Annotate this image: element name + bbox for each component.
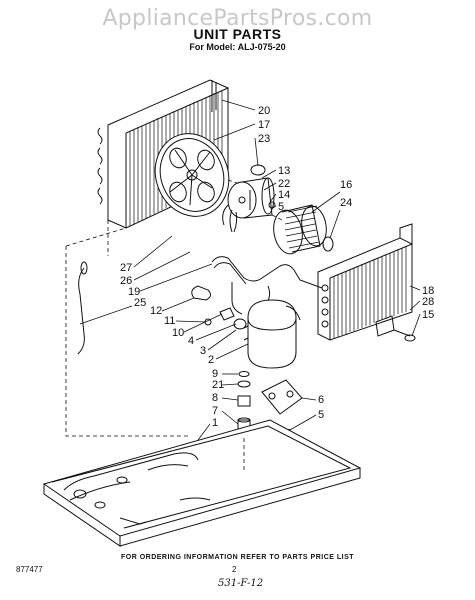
motor-mount-grommet bbox=[250, 164, 266, 176]
callout-leader-p11 bbox=[175, 320, 207, 323]
blower-clamp bbox=[322, 236, 334, 252]
callout-label-p6: 6 bbox=[318, 394, 324, 406]
document-number: 877477 bbox=[16, 565, 43, 574]
callout-leader-p26 bbox=[133, 251, 191, 281]
callout-label-p5b: 5 bbox=[278, 201, 284, 213]
callout-leader-p7 bbox=[221, 410, 239, 425]
callout-label-p8: 8 bbox=[212, 392, 218, 404]
evaporator-coil bbox=[317, 223, 413, 341]
callout-label-p23: 23 bbox=[258, 133, 270, 145]
callout-label-p28: 28 bbox=[422, 296, 434, 308]
callout-label-p24: 24 bbox=[340, 197, 352, 209]
callout-leader-p4 bbox=[195, 323, 237, 341]
model-subtitle: For Model: ALJ-075-20 bbox=[189, 42, 286, 52]
callout-labels: 2017231322145162427261925121110432182815… bbox=[120, 105, 434, 429]
thermostat-bulb bbox=[375, 315, 416, 342]
callout-label-p1: 1 bbox=[212, 417, 218, 429]
callout-label-p25: 25 bbox=[134, 297, 146, 309]
callout-leader-p21 bbox=[221, 383, 239, 386]
callout-leader-p14 bbox=[269, 193, 277, 203]
callout-label-p17: 17 bbox=[258, 119, 270, 131]
callout-label-p2: 2 bbox=[208, 354, 214, 366]
callout-leader-p15 bbox=[411, 313, 421, 337]
callout-leader-p17 bbox=[213, 123, 256, 141]
callout-leader-p24 bbox=[329, 209, 341, 239]
handwritten-reference: 531-F-12 bbox=[218, 578, 264, 589]
callout-label-p16: 16 bbox=[340, 179, 352, 191]
base-pan bbox=[42, 419, 362, 547]
callout-label-p12: 12 bbox=[150, 305, 162, 317]
callout-leader-p28 bbox=[409, 300, 421, 311]
callout-leader-p13 bbox=[261, 169, 277, 179]
callout-leader-p8 bbox=[221, 397, 239, 401]
callout-label-p27: 27 bbox=[120, 262, 132, 274]
compressor bbox=[233, 299, 301, 369]
callout-leader-p6 bbox=[301, 397, 317, 401]
page-number: 2 bbox=[232, 565, 237, 574]
callout-leader-p20 bbox=[221, 99, 256, 111]
ordering-info-note: FOR ORDERING INFORMATION REFER TO PARTS … bbox=[120, 554, 355, 561]
callout-leader-p5b bbox=[271, 205, 277, 209]
callout-label-p7: 7 bbox=[212, 405, 218, 417]
callout-leader-p16 bbox=[311, 191, 341, 213]
power-cord-plug bbox=[80, 261, 88, 275]
callout-leader-p27 bbox=[133, 235, 173, 268]
callout-leader-p22 bbox=[263, 182, 277, 191]
callout-leader-p2 bbox=[215, 343, 249, 360]
compressor-mount-hardware bbox=[237, 371, 251, 431]
callout-label-p20: 20 bbox=[258, 105, 270, 117]
callout-label-p18: 18 bbox=[422, 285, 434, 297]
callout-label-p9: 9 bbox=[212, 368, 218, 380]
callout-label-p10: 10 bbox=[172, 327, 184, 339]
callout-label-p15: 15 bbox=[422, 309, 434, 321]
refrigerant-tubing bbox=[211, 256, 323, 315]
callout-leader-p25 bbox=[79, 305, 133, 325]
fan-shroud bbox=[154, 133, 230, 217]
capacitor-bracket bbox=[191, 285, 212, 301]
assembly-guide-lines bbox=[65, 179, 283, 470]
callout-leader-p23 bbox=[254, 137, 259, 167]
callout-label-p13: 13 bbox=[278, 165, 290, 177]
callout-leader-p1 bbox=[197, 423, 211, 441]
callout-label-p26: 26 bbox=[120, 275, 132, 287]
callout-label-p4: 4 bbox=[188, 335, 194, 347]
callout-leader-p19 bbox=[139, 263, 213, 292]
watermark: AppliancePartsPros.com bbox=[102, 6, 373, 31]
callout-label-p21: 21 bbox=[212, 379, 224, 391]
callout-label-p11: 11 bbox=[164, 315, 175, 327]
callout-leader-p10 bbox=[183, 313, 223, 333]
callout-label-p19: 19 bbox=[128, 286, 140, 298]
fan-motor bbox=[222, 177, 275, 233]
callout-leader-p5 bbox=[289, 414, 317, 431]
callout-label-p5: 5 bbox=[318, 409, 324, 421]
callout-label-p22: 22 bbox=[278, 178, 290, 190]
callout-label-p14: 14 bbox=[278, 189, 290, 201]
compressor-mount-plate bbox=[261, 379, 303, 415]
power-cord bbox=[77, 267, 85, 355]
blower-wheel bbox=[273, 204, 327, 255]
callout-leader-p18 bbox=[409, 285, 421, 291]
callout-leader-p3 bbox=[207, 329, 237, 351]
callout-label-p3: 3 bbox=[200, 345, 206, 357]
overload-clip bbox=[219, 307, 235, 321]
page-title: UNIT PARTS bbox=[193, 26, 282, 42]
callout-leaders bbox=[79, 99, 421, 441]
callout-leader-p12 bbox=[161, 297, 195, 312]
